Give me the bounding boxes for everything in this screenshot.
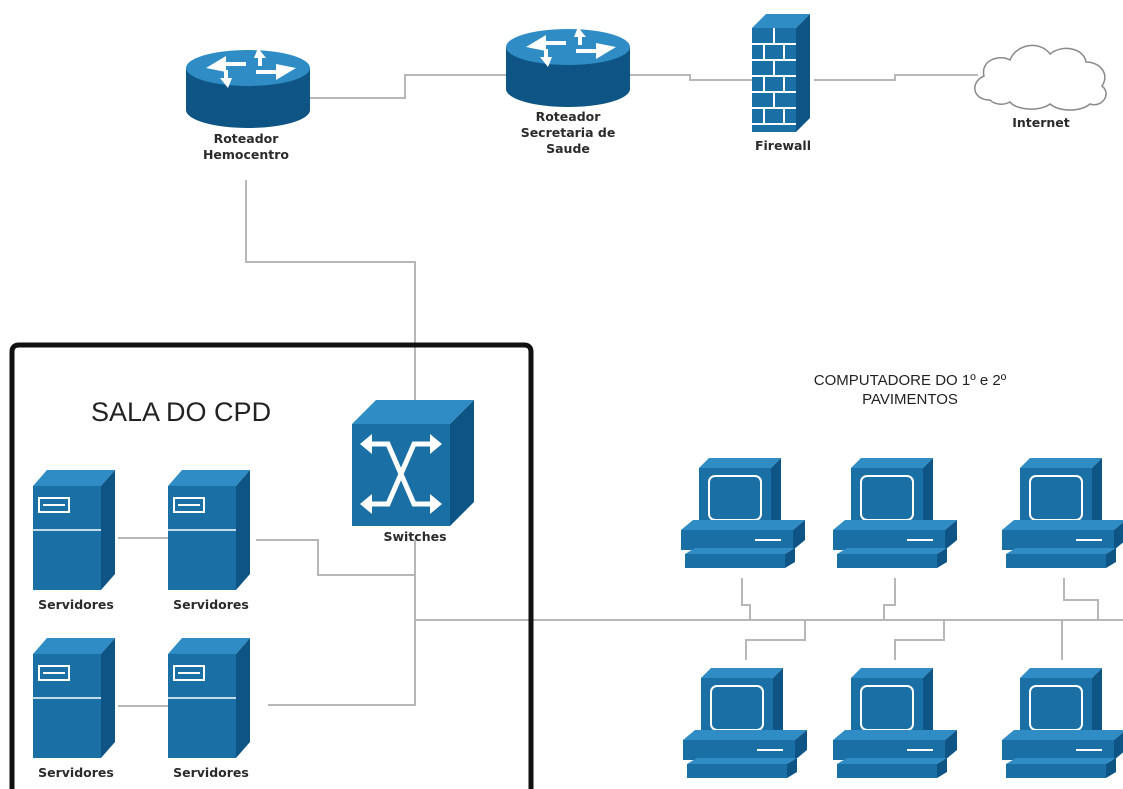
link-pc-4 xyxy=(745,620,806,660)
connection-lines xyxy=(118,74,1123,707)
link-pc-3 xyxy=(1063,578,1099,620)
computer-icon xyxy=(832,457,958,569)
server-icon xyxy=(32,469,116,591)
cpd-room-border xyxy=(9,342,534,789)
router-hemocentro-icon xyxy=(186,48,310,128)
computer-icon xyxy=(1001,457,1123,569)
server-icon xyxy=(167,469,251,591)
computer-icon xyxy=(682,667,808,779)
computer-icon xyxy=(832,667,958,779)
cloud-icon xyxy=(974,44,1107,111)
router-hemocentro-label: Roteador Hemocentro xyxy=(202,131,290,162)
link-secretaria-firewall xyxy=(616,74,752,81)
router-secretaria-label: Roteador Secretaria de Saude xyxy=(520,109,616,156)
computer-icon xyxy=(1001,667,1123,779)
link-pc-2 xyxy=(883,578,896,620)
switch-trunk xyxy=(268,540,416,706)
link-router-secretaria xyxy=(308,74,512,99)
link-hemocentro-switch xyxy=(245,180,416,400)
server-label: Servidores xyxy=(173,765,249,780)
switch-icon xyxy=(352,400,474,526)
firewall-icon xyxy=(752,14,810,132)
router-secretaria-icon xyxy=(506,27,630,107)
switch-label: Switches xyxy=(383,529,447,544)
computer-icon xyxy=(680,457,806,569)
link-pc-5 xyxy=(894,620,945,660)
computers-group-title: COMPUTADORE DO 1º e 2º PAVIMENTOS xyxy=(813,372,1007,408)
link-pc-1 xyxy=(741,578,751,620)
link-firewall-internet xyxy=(814,74,978,81)
firewall-label: Firewall xyxy=(754,138,812,153)
link-server-top xyxy=(256,539,415,576)
server-label: Servidores xyxy=(173,597,249,612)
internet-label: Internet xyxy=(1012,115,1070,130)
server-label: Servidores xyxy=(38,597,114,612)
server-label: Servidores xyxy=(38,765,114,780)
cpd-room-title: SALA DO CPD xyxy=(91,397,272,427)
server-icon xyxy=(32,637,116,759)
server-icon xyxy=(167,637,251,759)
